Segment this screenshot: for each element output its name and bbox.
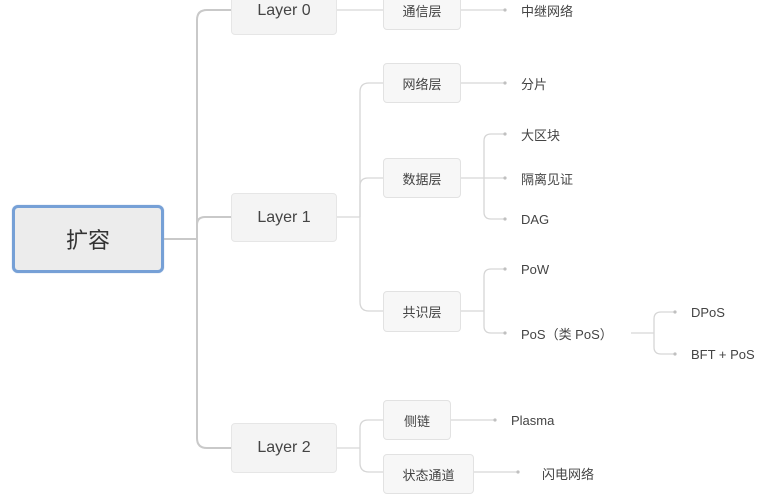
root-label: 扩容	[65, 229, 110, 254]
leaf-label: 大区块	[521, 127, 561, 143]
connector-lines	[163, 8, 677, 474]
endpoint-dot	[503, 217, 507, 221]
connector-layer1-data	[359, 177, 383, 217]
layer0-node[interactable]: Layer 0	[231, 0, 337, 35]
leaf-bft-pos[interactable]: BFT + PoS	[691, 344, 755, 364]
endpoint-dot	[673, 352, 677, 356]
endpoint-dot	[503, 132, 507, 136]
state-channel-label: 状态通道	[402, 468, 455, 484]
connector-layer1-consensus	[359, 217, 383, 312]
layer2-node[interactable]: Layer 2	[231, 423, 337, 473]
layer0-label: Layer 0	[257, 1, 311, 19]
sidechain-node[interactable]: 侧链	[383, 400, 451, 440]
leaf-label: 隔离见证	[521, 171, 574, 187]
leaf-pow[interactable]: PoW	[521, 259, 549, 279]
network-layer-node[interactable]: 网络层	[383, 63, 461, 103]
leaf-plasma[interactable]: Plasma	[511, 410, 554, 430]
leaf-label: BFT + PoS	[691, 346, 755, 362]
leaf-lightning-network[interactable]: 闪电网络	[542, 463, 594, 483]
leaf-label: 闪电网络	[542, 466, 595, 482]
connector-layer2-statechannel	[359, 448, 383, 473]
connector-data-dag	[483, 178, 505, 220]
connector-trunk-to-layer2	[196, 238, 232, 449]
data-layer-label: 数据层	[402, 172, 442, 188]
connector-layer2-sidechain	[359, 419, 383, 448]
leaf-sharding[interactable]: 分片	[521, 73, 547, 93]
leaf-big-block[interactable]: 大区块	[521, 124, 560, 144]
endpoint-dot	[493, 418, 497, 422]
endpoint-dot	[503, 81, 507, 85]
consensus-layer-node[interactable]: 共识层	[383, 291, 461, 332]
sidechain-label: 侧链	[403, 414, 430, 430]
consensus-layer-label: 共识层	[402, 306, 442, 321]
data-layer-node[interactable]: 数据层	[383, 158, 461, 198]
endpoint-dot	[503, 267, 507, 271]
connector-trunk-to-layer1	[196, 216, 232, 226]
connector-consensus-pos	[483, 311, 505, 334]
state-channel-node[interactable]: 状态通道	[383, 454, 474, 494]
leaf-label: 中继网络	[521, 3, 574, 19]
leaf-segwit[interactable]: 隔离见证	[521, 168, 573, 188]
network-layer-label: 网络层	[402, 77, 442, 93]
connector-data-bigblock	[483, 133, 505, 178]
layer1-label: Layer 1	[257, 208, 311, 226]
leaf-relay-network[interactable]: 中继网络	[521, 0, 573, 20]
connector-layer1-network	[359, 82, 383, 217]
leaf-label: DPoS	[691, 304, 725, 320]
leaf-label: PoS（类 PoS）	[521, 326, 613, 342]
leaf-label: DAG	[521, 211, 550, 227]
comm-layer-node[interactable]: 通信层	[383, 0, 461, 30]
leaf-label: Plasma	[511, 412, 555, 428]
leaf-dag[interactable]: DAG	[521, 209, 549, 229]
endpoint-dot	[673, 310, 677, 314]
endpoint-dot	[503, 8, 507, 12]
leaf-label: 分片	[521, 76, 548, 92]
connector-trunk-to-layer0	[196, 9, 232, 240]
leaf-pos[interactable]: PoS（类 PoS）	[521, 323, 613, 343]
layer1-node[interactable]: Layer 1	[231, 193, 337, 242]
layer2-label: Layer 2	[257, 439, 311, 456]
endpoint-dot	[516, 470, 520, 474]
endpoint-dot	[503, 176, 507, 180]
comm-layer-label: 通信层	[402, 4, 442, 20]
connector-pos-bft	[653, 333, 675, 355]
endpoint-dot	[503, 331, 507, 335]
connector-pos-dpos	[653, 311, 675, 333]
root-node[interactable]: 扩容	[12, 205, 164, 273]
connector-consensus-pow	[483, 268, 505, 311]
leaf-dpos[interactable]: DPoS	[691, 302, 725, 322]
leaf-label: PoW	[521, 261, 550, 277]
